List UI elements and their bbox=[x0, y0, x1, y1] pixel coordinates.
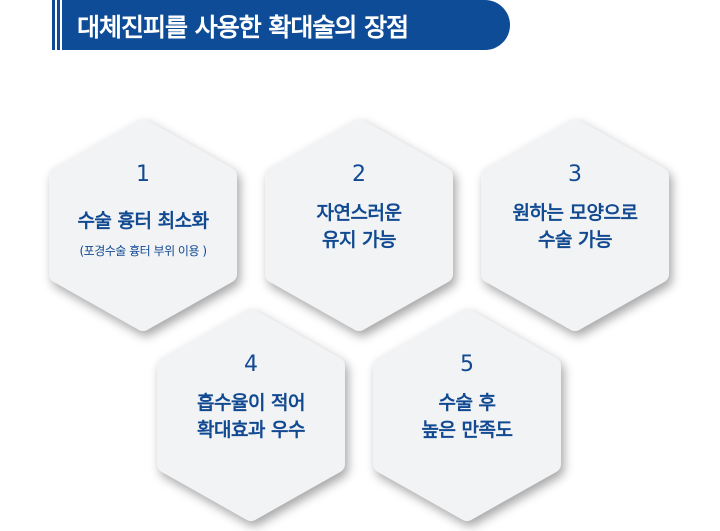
advantage-title: 자연스러운 유지 가능 bbox=[264, 200, 454, 254]
advantage-number: 5 bbox=[460, 352, 474, 377]
header-stripe bbox=[60, 0, 62, 50]
advantage-number: 4 bbox=[244, 352, 258, 377]
advantage-line-2: 확대효과 우수 bbox=[197, 419, 306, 441]
advantage-line-1: 수술 흉터 최소화 bbox=[77, 210, 209, 232]
hexagon-shape bbox=[157, 309, 345, 521]
hexagon-shape bbox=[481, 119, 669, 331]
advantage-line-1: 수술 후 bbox=[438, 392, 496, 414]
advantage-hexagon-4: 4 흡수율이 적어 확대효과 우수 bbox=[156, 308, 346, 522]
advantage-line-1: 자연스러운 bbox=[316, 202, 402, 224]
advantage-title: 수술 흉터 최소화 bbox=[48, 208, 238, 235]
advantage-note: (포경수술 흉터 부위 이용 ) bbox=[79, 244, 207, 258]
advantage-line-1: 원하는 모양으로 bbox=[512, 202, 638, 224]
header-stripe bbox=[50, 0, 52, 50]
advantage-title: 수술 후 높은 만족도 bbox=[372, 390, 562, 444]
advantage-hexagon-5: 5 수술 후 높은 만족도 bbox=[372, 308, 562, 522]
page-title: 대체진피를 사용한 확대술의 장점 bbox=[77, 13, 409, 42]
advantage-number: 3 bbox=[568, 162, 582, 187]
advantage-title: 원하는 모양으로 수술 가능 bbox=[480, 200, 670, 254]
advantage-hexagon-1: 1 수술 흉터 최소화 (포경수술 흉터 부위 이용 ) bbox=[48, 118, 238, 332]
hexagon-shape bbox=[49, 119, 237, 331]
advantage-line-1: 흡수율이 적어 bbox=[197, 392, 306, 414]
advantage-hexagon-2: 2 자연스러운 유지 가능 bbox=[264, 118, 454, 332]
advantage-line-2: 높은 만족도 bbox=[421, 419, 513, 441]
header-stripe bbox=[55, 0, 57, 50]
advantage-title: 흡수율이 적어 확대효과 우수 bbox=[156, 390, 346, 444]
section-header: 대체진피를 사용한 확대술의 장점 bbox=[50, 0, 510, 50]
advantage-number: 2 bbox=[352, 162, 366, 187]
hexagon-shape bbox=[373, 309, 561, 521]
advantage-hexagon-3: 3 원하는 모양으로 수술 가능 bbox=[480, 118, 670, 332]
hexagon-shape bbox=[265, 119, 453, 331]
advantage-number: 1 bbox=[136, 162, 150, 187]
advantage-line-2: 유지 가능 bbox=[321, 229, 397, 251]
advantage-line-2: 수술 가능 bbox=[537, 229, 613, 251]
